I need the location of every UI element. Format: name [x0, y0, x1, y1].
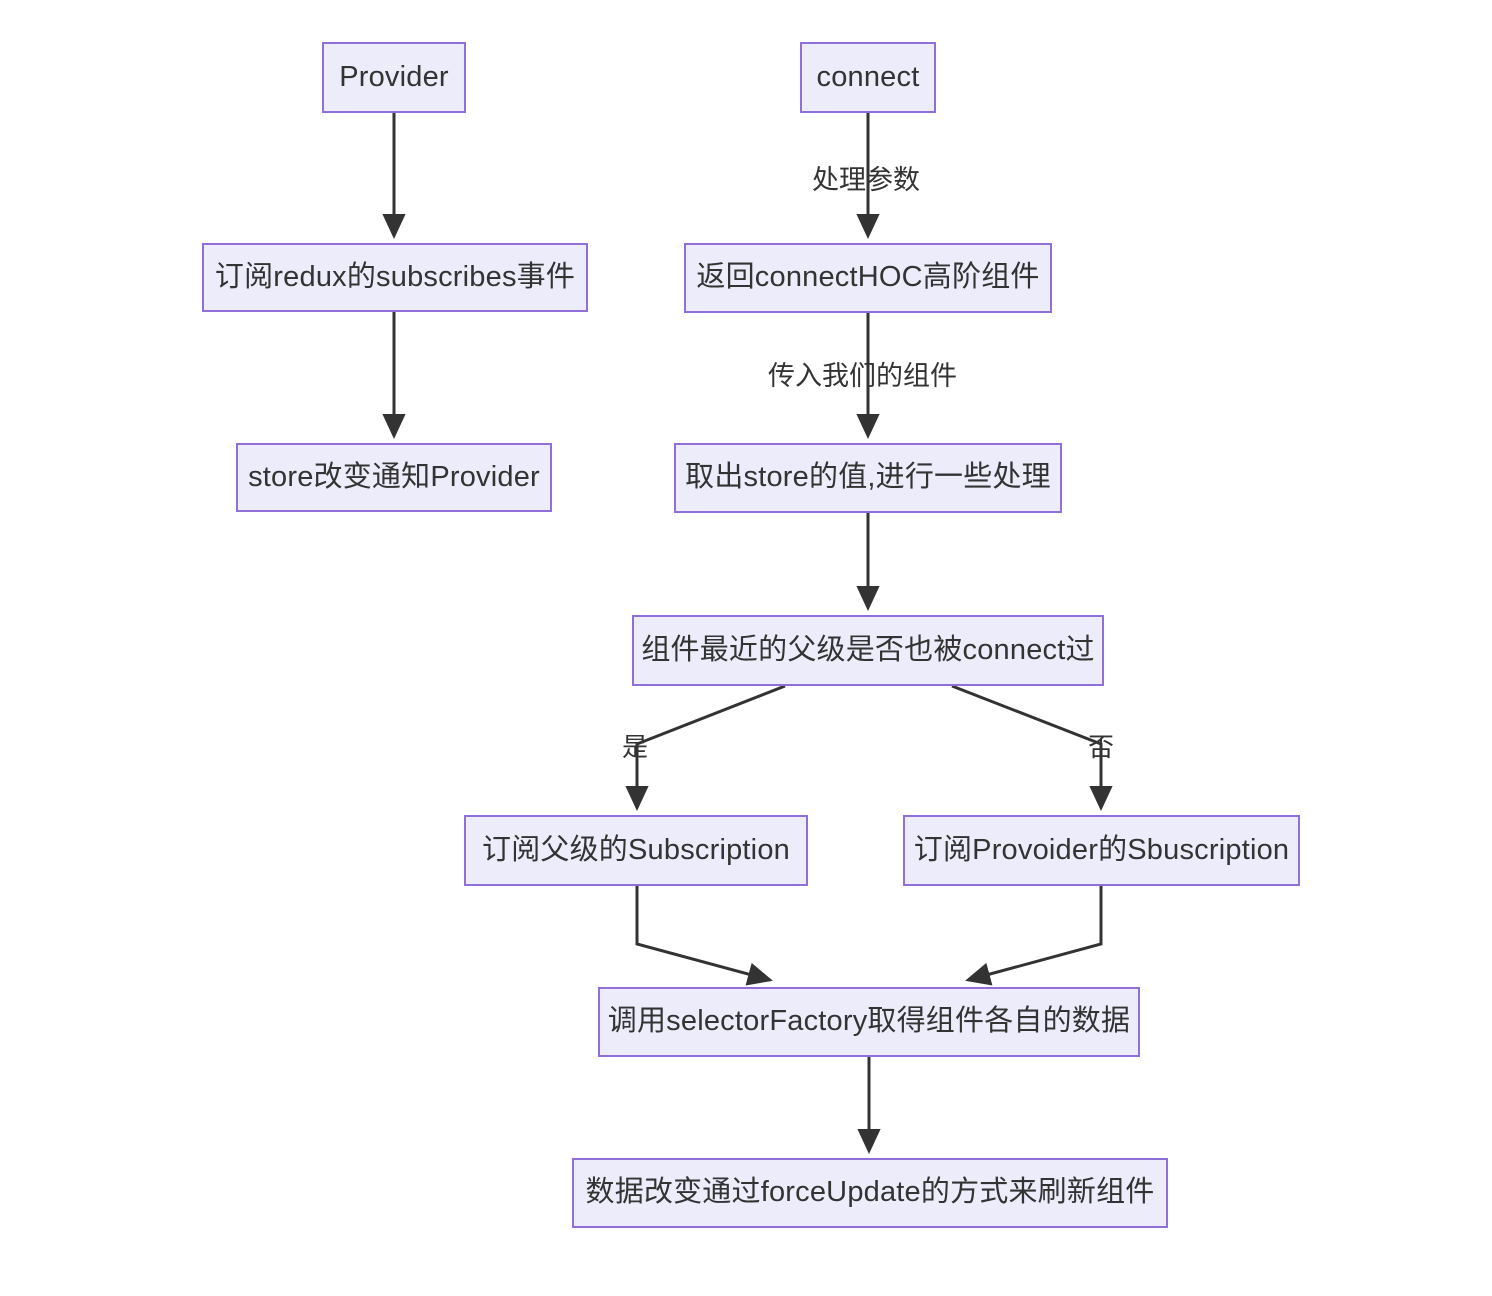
edge-label-branch-yes: 是: [622, 732, 649, 762]
node-parent-subscription-label: 订阅父级的Subscription: [482, 833, 790, 866]
edge-parent-sub-to-selector: [635, 886, 773, 986]
node-subscribe-redux-label: 订阅redux的subscribes事件: [214, 260, 576, 293]
node-connect[interactable]: connect: [800, 42, 936, 113]
edge-decision-to-provider-sub: [951, 684, 1113, 811]
node-force-update[interactable]: 数据改变通过forceUpdate的方式来刷新组件: [572, 1158, 1168, 1228]
node-return-connect-hoc-label: 返回connectHOC高阶组件: [696, 261, 1040, 294]
node-selector-factory-label: 调用selectorFactory取得组件各自的数据: [607, 1005, 1131, 1038]
node-provider-label: Provider: [339, 60, 449, 93]
node-decision-parent-connected-label: 组件最近的父级是否也被connect过: [641, 633, 1095, 666]
node-store-notify-provider-label: store改变通知Provider: [248, 460, 540, 493]
edge-label-pass-component: 传入我们的组件: [768, 361, 957, 391]
node-store-notify-provider[interactable]: store改变通知Provider: [236, 443, 552, 512]
edge-label-branch-no: 否: [1088, 732, 1115, 762]
node-provider-subscription[interactable]: 订阅Provoider的Sbuscription: [903, 815, 1300, 886]
edge-provider-sub-to-selector: [965, 886, 1103, 986]
node-force-update-label: 数据改变通过forceUpdate的方式来刷新组件: [585, 1176, 1155, 1209]
node-take-store-value[interactable]: 取出store的值,进行一些处理: [674, 443, 1062, 513]
node-selector-factory[interactable]: 调用selectorFactory取得组件各自的数据: [598, 987, 1140, 1057]
node-return-connect-hoc[interactable]: 返回connectHOC高阶组件: [684, 243, 1052, 313]
node-provider[interactable]: Provider: [322, 42, 466, 113]
node-parent-subscription[interactable]: 订阅父级的Subscription: [464, 815, 808, 886]
node-provider-subscription-label: 订阅Provoider的Sbuscription: [913, 833, 1290, 866]
edge-label-process-args: 处理参数: [812, 165, 920, 195]
edge-decision-to-parent-sub: [625, 684, 786, 811]
node-connect-label: connect: [816, 60, 920, 93]
node-take-store-value-label: 取出store的值,进行一些处理: [685, 461, 1051, 494]
node-subscribe-redux[interactable]: 订阅redux的subscribes事件: [202, 243, 588, 312]
node-decision-parent-connected[interactable]: 组件最近的父级是否也被connect过: [632, 615, 1104, 686]
